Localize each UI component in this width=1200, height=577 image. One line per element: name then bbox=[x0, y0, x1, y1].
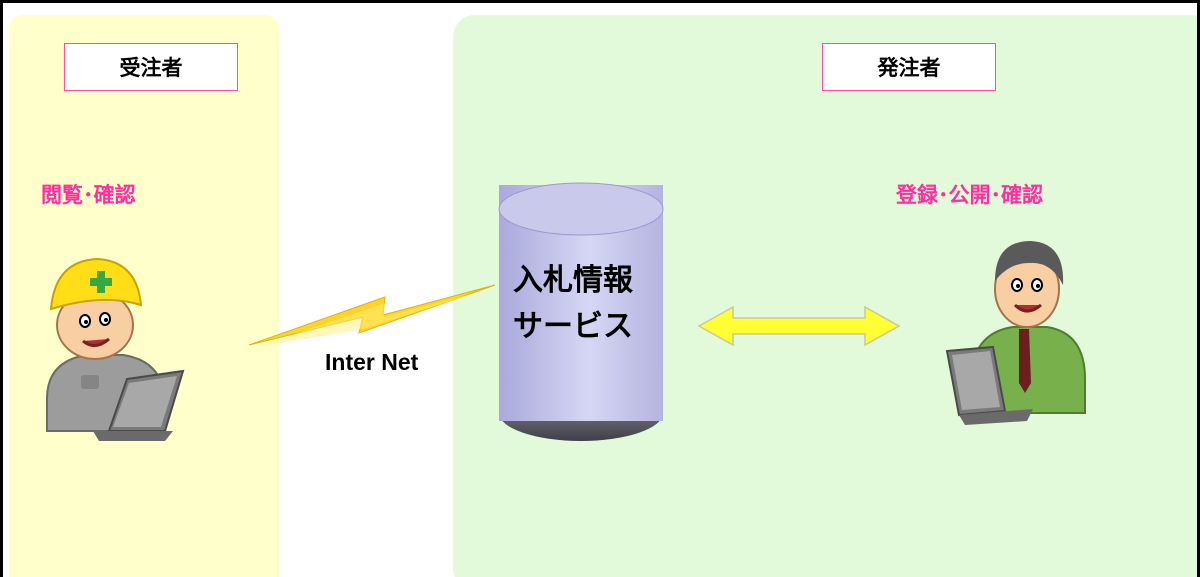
orderer-action-label: 登録･公開･確認 bbox=[896, 183, 1043, 207]
lightning-icon bbox=[248, 284, 496, 347]
database-icon bbox=[498, 182, 664, 441]
service-name-label: 入札情報 サービス bbox=[513, 263, 633, 344]
contractor-person-icon bbox=[46, 257, 185, 441]
contractor-role-label: 受注者 bbox=[64, 43, 238, 91]
internet-label: Inter Net bbox=[325, 349, 419, 375]
orderer-role-label: 発注者 bbox=[822, 43, 996, 91]
double-arrow-icon bbox=[697, 305, 901, 347]
orderer-person-icon bbox=[945, 241, 1086, 425]
contractor-action-label: 閲覧･確認 bbox=[41, 183, 136, 207]
